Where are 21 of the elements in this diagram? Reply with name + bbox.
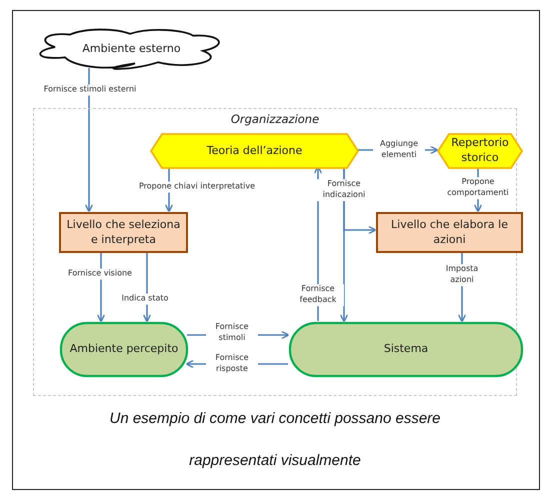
rounded-box bbox=[60, 322, 188, 377]
node-label: Livello che elabora le azioni bbox=[390, 218, 509, 248]
process-box bbox=[59, 212, 188, 253]
caption: Un esempio di come vari concetti possano essere rappresentati visualmente bbox=[108, 409, 442, 471]
process-box bbox=[376, 212, 523, 253]
node-label: Livello che seleziona e interpreta bbox=[66, 218, 182, 248]
edge-label: Fornisce stimoli esterni bbox=[42, 84, 138, 96]
arrow bbox=[84, 68, 94, 212]
edge-label: Fornisce visione bbox=[67, 268, 133, 280]
node-label: Ambiente esterno bbox=[81, 42, 182, 56]
rounded-box bbox=[289, 322, 523, 377]
edge-label: Fornisce risposte bbox=[206, 353, 258, 375]
hexagon-shape bbox=[438, 134, 522, 168]
group-title: Organizzazione bbox=[230, 112, 320, 128]
node-label: Ambiente percepito bbox=[68, 342, 180, 357]
node-label: Sistema bbox=[382, 342, 430, 357]
hexagon-shape bbox=[151, 134, 358, 168]
edge-label: Indica stato bbox=[120, 294, 170, 304]
node-label: Teoria dell’azione bbox=[206, 144, 304, 158]
node-label: Repertorio storico bbox=[450, 136, 510, 166]
edge-label: Propone chiavi interpretative bbox=[138, 182, 256, 192]
